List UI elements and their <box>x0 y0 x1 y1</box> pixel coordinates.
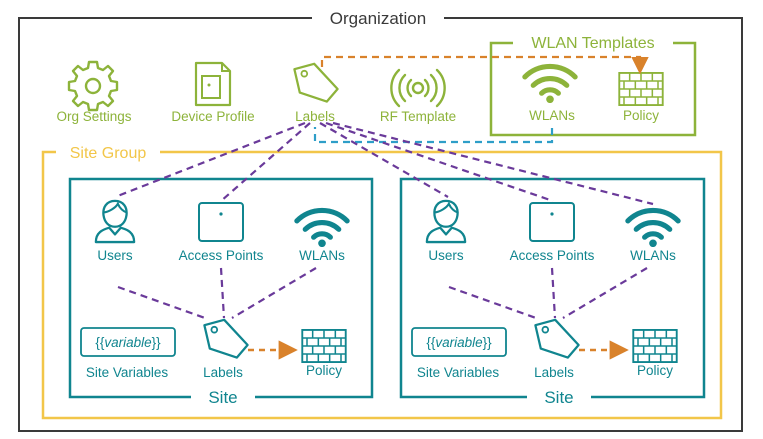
device-profile-label: Device Profile <box>171 109 254 124</box>
site-2-title: Site <box>544 388 573 407</box>
site-1-users-label: Users <box>97 248 133 263</box>
site-group-frame: Site Group <box>41 142 723 420</box>
device-profile: Device Profile <box>171 61 255 124</box>
site-2-wlans-label: WLANs <box>630 248 676 263</box>
site-1-variable-text: variable <box>104 335 151 350</box>
site-2-users-label: Users <box>428 248 464 263</box>
tag-icon <box>534 318 580 359</box>
user-icon <box>94 199 136 244</box>
svg-text:{{variable}}: {{variable}} <box>426 335 492 350</box>
firewall-icon <box>618 72 664 106</box>
site-group-title: Site Group <box>70 145 147 162</box>
rf-template: RF Template <box>380 68 456 124</box>
org-labels: Labels <box>293 62 339 124</box>
svg-text:{{variable}}: {{variable}} <box>95 335 161 350</box>
user-icon <box>425 199 467 244</box>
site-2-policy-label: Policy <box>637 363 673 378</box>
template-policy-label: Policy <box>623 108 659 123</box>
access-point-icon <box>529 202 575 242</box>
site-1-title: Site <box>208 388 237 407</box>
firewall-icon <box>301 329 347 363</box>
site-1-variables-label: Site Variables <box>86 365 169 380</box>
site-2-labels-label: Labels <box>534 365 574 380</box>
access-point-icon <box>198 202 244 242</box>
site-2: Site Users Access Points WLANs {{variabl… <box>399 177 706 408</box>
wifi-icon <box>525 66 575 102</box>
org-settings-label: Org Settings <box>56 109 131 124</box>
rf-antenna-icon <box>390 68 446 108</box>
gear-icon <box>67 60 119 112</box>
wifi-icon <box>297 210 347 246</box>
wlan-templates-frame: WLAN Templates WLANs Policy <box>489 32 697 137</box>
firewall-icon <box>632 329 678 363</box>
rf-template-label: RF Template <box>380 109 456 124</box>
site-1-wlans-label: WLANs <box>299 248 345 263</box>
site-2-variables-label: Site Variables <box>417 365 500 380</box>
wlan-templates-title: WLAN Templates <box>531 35 654 52</box>
org-settings: Org Settings <box>56 60 132 124</box>
tag-icon <box>203 318 249 359</box>
label-assignment-lines <box>114 121 654 320</box>
template-wlans-label: WLANs <box>529 108 575 123</box>
variable-icon: {{variable}} <box>411 327 507 357</box>
site-1-access-points-label: Access Points <box>179 248 264 263</box>
organization-frame: Organization <box>18 8 743 432</box>
wifi-icon <box>628 210 678 246</box>
org-connectors <box>313 55 649 144</box>
site-1-labels-label: Labels <box>203 365 243 380</box>
site-1-policy-label: Policy <box>306 363 342 378</box>
tag-icon <box>293 62 339 103</box>
organization-title: Organization <box>330 9 426 28</box>
site-1: Site Users Access Points WLANs {{variabl… <box>68 177 374 408</box>
site-2-access-points-label: Access Points <box>510 248 595 263</box>
org-labels-label: Labels <box>295 109 335 124</box>
device-profile-icon <box>194 61 232 107</box>
variable-icon: {{variable}} <box>80 327 176 357</box>
site-2-variable-text: variable <box>435 335 482 350</box>
